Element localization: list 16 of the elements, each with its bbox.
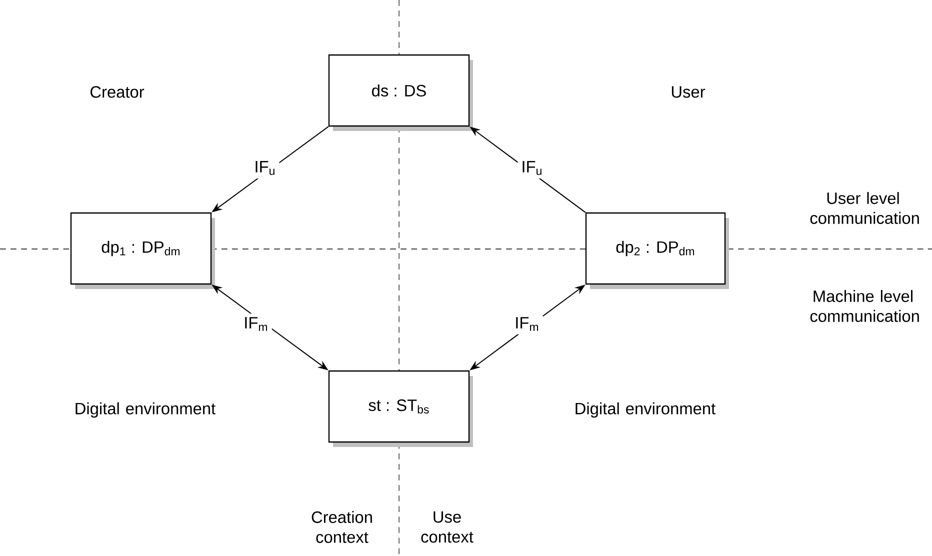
process-box: dp$_{1}$ : DP$_{dm}$: [70, 212, 215, 289]
text-label: Creator: [90, 86, 144, 98]
edge-label: IF$_{m}$: [511, 314, 543, 334]
text-label: Digital environment: [76, 402, 216, 418]
text-label: Machine level communication: [810, 290, 919, 322]
process-box: ds : DS: [328, 54, 473, 131]
edge-label: IF$_{m}$: [240, 314, 272, 334]
text-label: Digital environment: [576, 402, 716, 418]
text-label: User: [672, 86, 706, 98]
text-label: User level communication: [810, 192, 919, 224]
text-label: Creation context: [312, 511, 372, 543]
edge-label: IF$_{u}$: [518, 158, 546, 178]
edge-label: IF$_{u}$: [250, 158, 280, 178]
process-box: dp$_{2}$ : DP$_{dm}$: [585, 212, 729, 289]
text-label: Use context: [421, 511, 474, 543]
process-box: st : ST$_{bs}$: [328, 370, 473, 447]
